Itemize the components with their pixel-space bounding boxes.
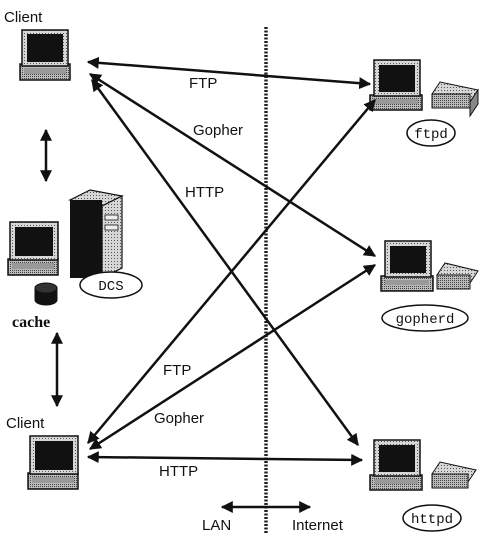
ftpd-server-icon [369, 59, 479, 118]
top-http-label: HTTP [185, 184, 224, 201]
internet-label: Internet [292, 517, 344, 533]
lan-label: LAN [202, 517, 231, 533]
ftpd-label: ftpd [414, 127, 448, 143]
arrow-bottom-http [86, 451, 364, 466]
bottom-ftp-label: FTP [163, 362, 191, 379]
ftpd-label-group: ftpd [406, 119, 456, 147]
arrow-bottom-gopher [88, 263, 377, 451]
bottom-gopher-label: Gopher [154, 410, 204, 427]
client-bottom-computer-icon [27, 435, 79, 490]
dcs-client-computer-icon [7, 221, 59, 276]
dcs-label: DCS [98, 279, 123, 295]
arrow-top-gopher [88, 72, 377, 258]
client-top-computer-icon [19, 29, 71, 81]
bottom-http-label: HTTP [159, 463, 198, 480]
client-top-label: Client [4, 9, 43, 26]
top-gopher-label: Gopher [193, 122, 243, 139]
dcs-label-group: DCS [79, 271, 143, 299]
arrow-bottom-ftp [87, 99, 376, 444]
cache-label: cache [12, 314, 50, 331]
httpd-server-icon [369, 439, 477, 491]
httpd-label: httpd [411, 512, 453, 528]
dcs-server-tower-icon [68, 189, 124, 279]
gopherd-label-group: gopherd [381, 304, 469, 332]
gopherd-label: gopherd [396, 312, 455, 328]
top-ftp-label: FTP [189, 75, 217, 92]
client-bottom-label: Client [6, 415, 45, 432]
gopherd-server-icon [380, 240, 479, 292]
cache-disk-icon [34, 282, 58, 306]
httpd-label-group: httpd [402, 504, 462, 532]
arrow-top-ftp [86, 56, 372, 90]
